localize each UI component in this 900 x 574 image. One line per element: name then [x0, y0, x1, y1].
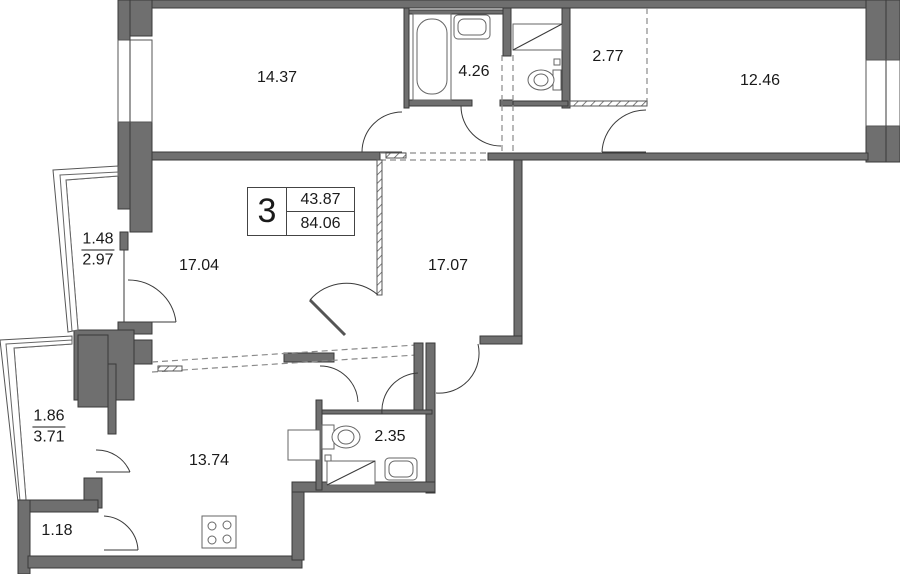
toilet-top: [527, 58, 562, 91]
door-bath-top-arc: [460, 105, 502, 147]
top-block-walls: [117, 0, 900, 233]
room-area-kitchen: 13.74: [188, 452, 230, 469]
balcony-upper-full: 2.97: [82, 251, 114, 269]
door-living-arc: [127, 279, 177, 323]
balcony-lower-reduced: 1.86: [32, 408, 66, 428]
shower-bottom: [326, 460, 376, 486]
room-area-bathroom-top: 4.26: [458, 63, 490, 80]
door-bedroom-12-arc: [601, 109, 647, 153]
apartment-summary: 3 43.87 84.06: [247, 187, 355, 236]
room-area-wardrobe: 2.77: [592, 48, 624, 65]
bathtub-top: [412, 13, 452, 101]
washbasin-bottom: [384, 457, 418, 481]
balcony-upper-reduced: 1.48: [81, 231, 115, 251]
shower-top: [512, 23, 563, 51]
rooms-count: 3: [248, 188, 287, 235]
room-area-living-room: 17.04: [178, 257, 220, 274]
room-area-bathroom-bottom: 2.35: [374, 428, 406, 445]
balcony-upper-area: 1.48 2.97: [81, 231, 115, 270]
room-area-storage: 1.18: [41, 522, 73, 539]
total-area: 84.06: [300, 214, 341, 232]
balcony-lower-area: 1.86 3.71: [32, 408, 66, 447]
room-area-bedroom-top-left: 14.37: [256, 69, 298, 86]
room-area-bedroom-top-right: 12.46: [739, 72, 781, 89]
cooktop: [201, 515, 237, 549]
living-area: 43.87: [287, 188, 354, 212]
room-area-hallway: 17.07: [427, 257, 469, 274]
toilet-bottom: [321, 424, 361, 462]
kitchen-sink: [287, 429, 321, 461]
door-bedroom-14-arc: [361, 111, 403, 153]
balcony-lower-full: 3.71: [33, 428, 65, 446]
sink-top: [453, 14, 491, 40]
balcony-upper-frame: [52, 165, 119, 333]
